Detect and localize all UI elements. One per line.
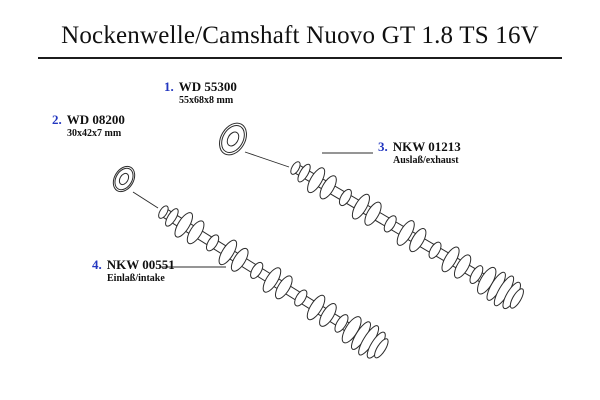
title-block: Nockenwelle/Camshaft Nuovo GT 1.8 TS 16V <box>38 22 562 59</box>
part-desc-1: 55x68x8 mm <box>179 94 234 106</box>
part-code-3: NKW 01213 <box>392 139 461 154</box>
leader-line-seal1-to-exhaust <box>244 151 290 168</box>
part-label-2: 2. WD 08200 30x42x7 mm <box>52 112 125 139</box>
camshaft-intake-drawing <box>150 195 395 366</box>
seal-ring-large-drawing <box>219 122 247 156</box>
part-number-4: 4. <box>92 257 102 272</box>
part-code-2: WD 08200 <box>66 112 125 127</box>
part-label-2-row: 2. WD 08200 <box>52 112 125 128</box>
part-label-1: 1. WD 55300 55x68x8 mm <box>164 79 237 106</box>
part-desc-2: 30x42x7 mm <box>67 127 122 139</box>
part-number-3: 3. <box>378 139 388 154</box>
part-desc-3: Auslaß/exhaust <box>393 154 459 166</box>
page-title: Nockenwelle/Camshaft Nuovo GT 1.8 TS 16V <box>61 22 539 49</box>
part-number-2: 2. <box>52 112 62 127</box>
part-label-3: 3. NKW 01213 Auslaß/exhaust <box>378 139 461 166</box>
part-label-4-row: 4. NKW 00551 <box>92 257 175 273</box>
part-label-3-row: 3. NKW 01213 <box>378 139 461 155</box>
leader-lines <box>132 151 373 268</box>
part-label-4: 4. NKW 00551 Einlaß/intake <box>92 257 175 284</box>
part-desc-4: Einlaß/intake <box>107 272 165 284</box>
part-label-1-row: 1. WD 55300 <box>164 79 237 95</box>
part-code-1: WD 55300 <box>178 79 237 94</box>
seal-ring-small-drawing <box>112 165 136 193</box>
part-number-1: 1. <box>164 79 174 94</box>
leader-line-seal2-to-intake <box>132 191 159 209</box>
camshaft-exhaust-drawing <box>283 151 530 316</box>
part-code-4: NKW 00551 <box>106 257 175 272</box>
